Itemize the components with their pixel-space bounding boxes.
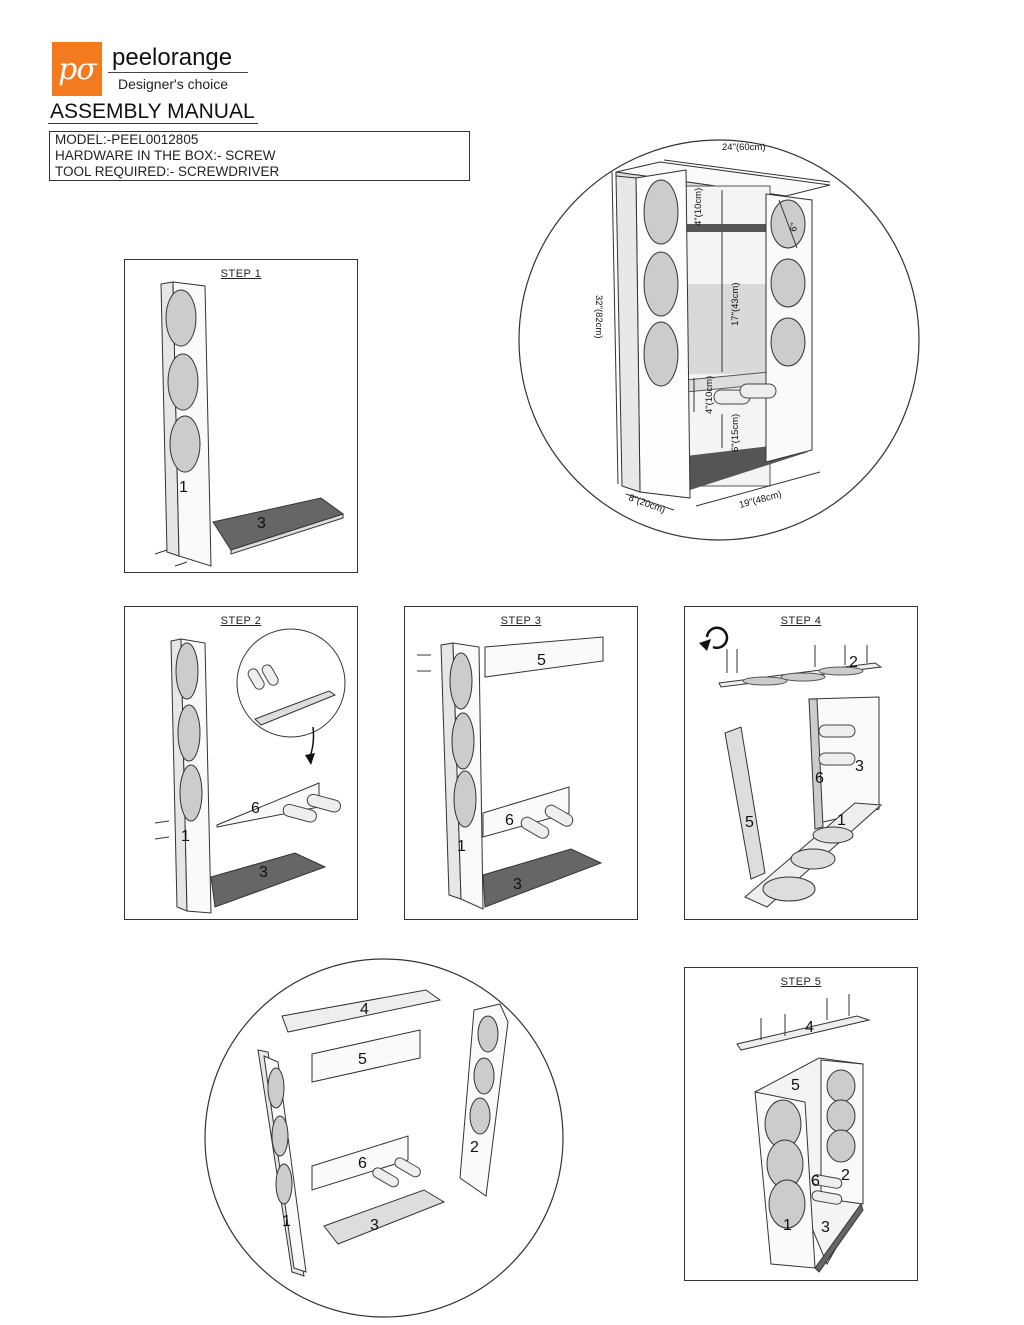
step4-label: STEP 4 (780, 615, 822, 627)
step3-part1: 1 (457, 838, 466, 855)
step3-label: STEP 3 (500, 615, 542, 627)
dim-middle: 17"(43cm) (730, 283, 741, 327)
step5-part5: 5 (791, 1077, 800, 1094)
brand-underline (108, 72, 248, 73)
hardware-text: HARDWARE IN THE BOX:- SCREW (55, 148, 276, 163)
step1-part3: 3 (257, 515, 266, 532)
brand-logo: pσ (52, 42, 102, 96)
step2-label: STEP 2 (220, 615, 262, 627)
tool-text: TOOL REQUIRED:- SCREWDRIVER (55, 164, 280, 179)
info-box: MODEL:-PEEL0012805 HARDWARE IN THE BOX:-… (49, 131, 470, 181)
step3-part6: 6 (505, 812, 514, 829)
step3-part5: 5 (537, 652, 546, 669)
step4-part5: 5 (745, 814, 754, 831)
step2-part1: 1 (181, 828, 190, 845)
logo-text: pσ (58, 51, 97, 87)
step5-panel: STEP 5 4 5 2 6 1 3 (684, 967, 918, 1281)
step2-part6: 6 (251, 800, 260, 817)
step2-panel: STEP 2 6 1 3 (124, 606, 358, 920)
step4-part2: 2 (849, 654, 858, 671)
dim-depth: 8"(20cm) (627, 492, 667, 515)
step5-part6: 6 (811, 1173, 820, 1190)
dim-height: 32"(82cm) (593, 295, 604, 339)
step5-part2: 2 (841, 1167, 850, 1184)
step5-part1: 1 (783, 1217, 792, 1234)
dim-width-top: 24"(60cm) (722, 142, 766, 153)
step1-label: STEP 1 (220, 268, 262, 280)
step5-label: STEP 5 (780, 976, 822, 988)
page-title: ASSEMBLY MANUAL (50, 100, 255, 123)
brand-name: peelorange (112, 44, 233, 71)
step3-part3: 3 (513, 876, 522, 893)
step5-part4: 4 (805, 1019, 814, 1036)
dim-peg-gap: 4"(10cm) (704, 376, 715, 414)
dim-top-gap: 4"(10cm) (693, 188, 704, 226)
dim-hole: 6" (788, 222, 800, 232)
step4-part6: 6 (815, 770, 824, 787)
title-underline (48, 123, 258, 124)
step2-part3: 3 (259, 864, 268, 881)
step3-panel: STEP 3 5 6 1 3 (404, 606, 638, 920)
model-text: MODEL:-PEEL0012805 (55, 132, 199, 147)
step5-part3: 3 (821, 1219, 830, 1236)
step4-panel: STEP 4 2 3 6 5 1 (684, 606, 918, 920)
step1-panel: STEP 1 1 3 (124, 259, 358, 573)
step1-part1: 1 (179, 479, 188, 496)
brand-tagline: Designer's choice (118, 76, 229, 92)
dim-bottom-gap: 6"(15cm) (730, 414, 741, 452)
step4-part3: 3 (855, 758, 864, 775)
step4-part1: 1 (837, 812, 846, 829)
